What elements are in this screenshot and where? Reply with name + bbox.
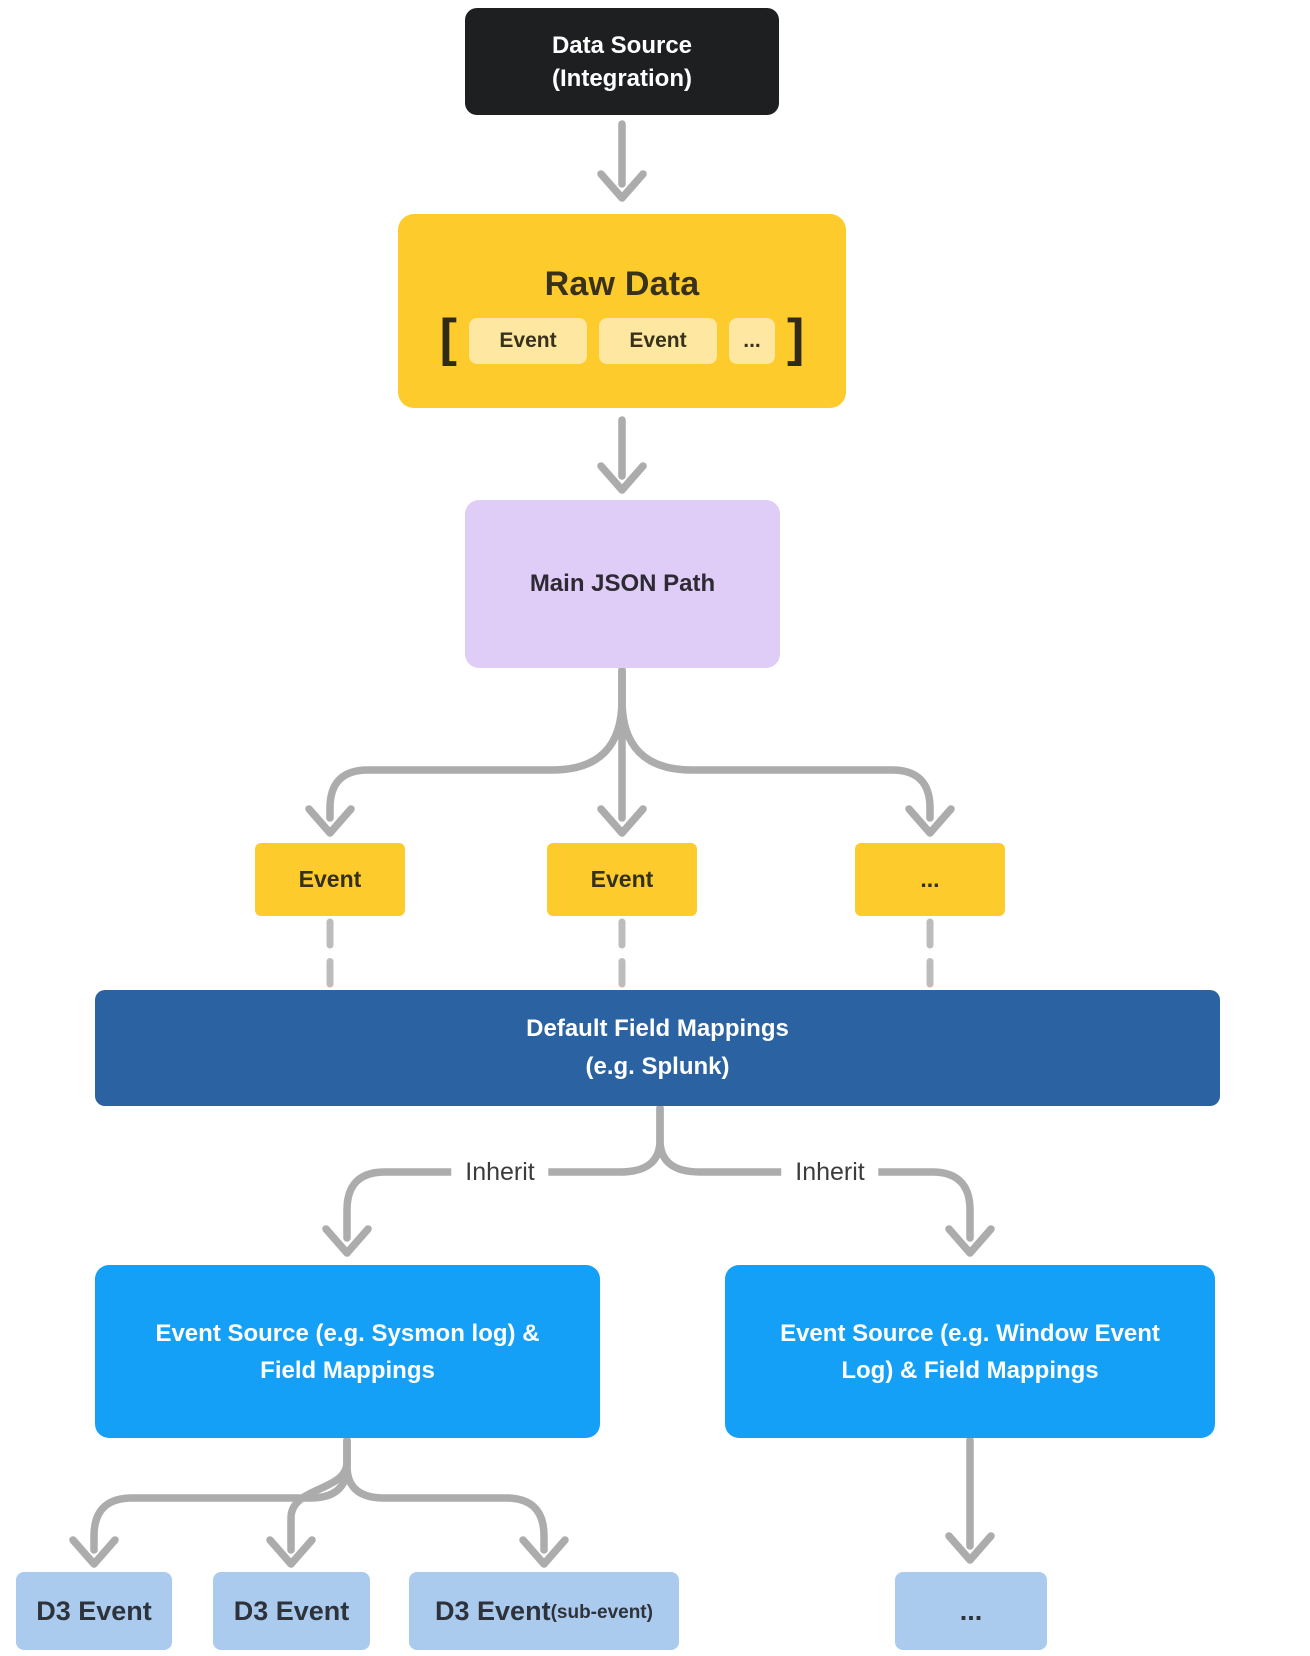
inherit-label-left: Inherit (451, 1154, 549, 1190)
raw-event-ellipsis-chip: ... (729, 317, 775, 364)
event-source-sysmon-line2: Field Mappings (260, 1356, 435, 1384)
node-main-json-path: Main JSON Path (465, 500, 780, 668)
node-d3-event-subevent: D3 Event(sub-event) (409, 1572, 679, 1650)
event-label: Event (590, 866, 654, 892)
node-event-source-window: Event Source (e.g. Window Event Log) & F… (725, 1265, 1215, 1438)
branch-jsonpath-to-events (305, 666, 955, 837)
node-raw-data: Raw Data [ Event Event ... ] (398, 214, 846, 408)
raw-data-title: Raw Data (544, 264, 700, 303)
event-source-window-line1: Event Source (e.g. Window Event (780, 1319, 1160, 1347)
d3-event-label: D3 Event (233, 1595, 350, 1626)
raw-data-event-array: [ Event Event ... ] (439, 308, 805, 367)
data-source-line2: (Integration) (552, 64, 692, 92)
branch-sysmon-to-d3events (69, 1436, 569, 1568)
event-ellipsis-label: ... (920, 866, 940, 892)
node-event-ellipsis: ... (855, 843, 1005, 916)
dashed-links-events-to-mappings (326, 918, 934, 988)
event-source-window-line2: Log) & Field Mappings (841, 1356, 1099, 1384)
node-default-field-mappings: Default Field Mappings (e.g. Splunk) (95, 990, 1220, 1106)
main-json-path-label: Main JSON Path (529, 570, 716, 597)
close-bracket: ] (787, 308, 805, 367)
node-event-1: Event (255, 843, 405, 916)
d3-event-label: D3 Event (435, 1595, 551, 1626)
d3-ellipsis-label: ... (959, 1595, 983, 1626)
arrow-rawdata-to-jsonpath (597, 416, 647, 494)
arrow-datasource-to-rawdata (597, 120, 647, 202)
event-source-sysmon-line1: Event Source (e.g. Sysmon log) & (155, 1319, 540, 1347)
open-bracket: [ (439, 308, 457, 367)
inherit-label-right: Inherit (781, 1154, 879, 1190)
node-data-source: Data Source (Integration) (465, 8, 779, 115)
node-event-2: Event (547, 843, 697, 916)
node-d3-event-2: D3 Event (213, 1572, 370, 1650)
node-d3-event-ellipsis: ... (895, 1572, 1047, 1650)
node-event-source-sysmon: Event Source (e.g. Sysmon log) & Field M… (95, 1265, 600, 1438)
arrow-window-to-more (945, 1436, 995, 1564)
default-field-mappings-line2: (e.g. Splunk) (585, 1053, 730, 1080)
d3-event-label: D3 Event (36, 1595, 152, 1626)
data-source-line1: Data Source (551, 31, 693, 59)
raw-event-chip: Event (599, 317, 717, 364)
raw-event-chip: Event (469, 317, 587, 364)
branch-inherit (322, 1104, 995, 1257)
event-label: Event (298, 866, 362, 892)
node-d3-event-1: D3 Event (16, 1572, 172, 1650)
default-field-mappings-line1: Default Field Mappings (526, 1015, 789, 1042)
d3-sub-event-suffix: (sub-event) (550, 1602, 653, 1623)
